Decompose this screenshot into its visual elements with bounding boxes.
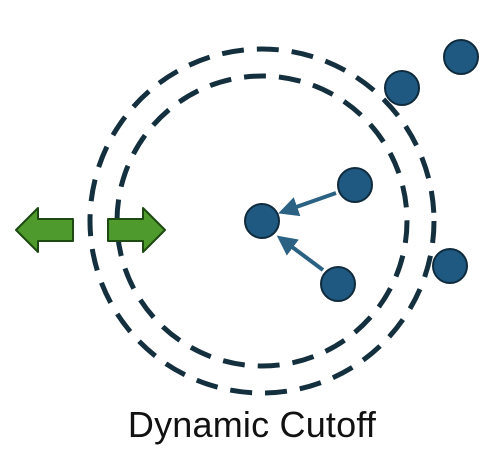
- arrow-right-icon: [107, 207, 166, 253]
- particle-neighbor-upper: [337, 167, 373, 203]
- particle-central: [244, 203, 280, 239]
- particle-outside-upper-a: [384, 70, 420, 106]
- arrow-left-icon: [15, 207, 74, 253]
- diagram-caption: Dynamic Cutoff: [127, 404, 377, 445]
- force-arrow-upper: [278, 191, 337, 217]
- particle-neighbor-lower: [320, 266, 356, 302]
- particle-outside-upper-b: [443, 39, 479, 75]
- particle-outside-right: [432, 248, 468, 284]
- force-arrow-lower: [276, 235, 325, 272]
- outer-cutoff-circle: [87, 46, 437, 396]
